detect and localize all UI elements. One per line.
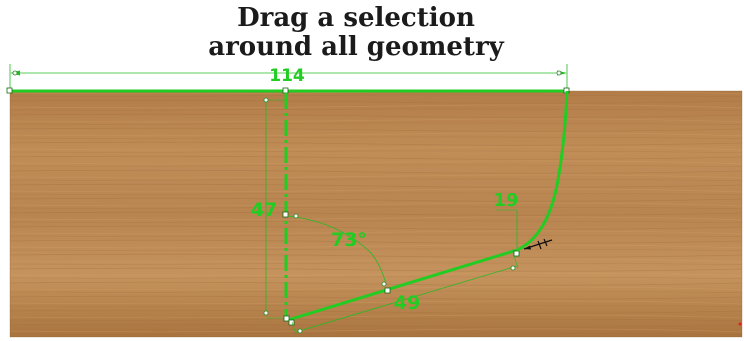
dimension-label-114[interactable]: 114 [269, 66, 305, 86]
dimension-vertical-height[interactable]: 47 [251, 97, 286, 319]
origin-marker [738, 322, 742, 326]
dimension-label-19[interactable]: 19 [493, 190, 518, 211]
sketch-vertical-centerline[interactable] [282, 93, 289, 320]
dimension-label-49[interactable]: 49 [394, 292, 420, 314]
pencil-cursor-icon [523, 238, 553, 250]
wood-block [9, 90, 743, 338]
dimension-label-47[interactable]: 47 [251, 199, 277, 221]
dimension-overall-width[interactable]: 114 [9, 64, 568, 90]
instruction-banner: Drag a selection around all geometry [0, 4, 712, 62]
instruction-line-1: Drag a selection [237, 3, 475, 33]
sketch-top-line[interactable] [6, 87, 570, 94]
instruction-line-2: around all geometry [208, 32, 504, 62]
dimension-short-length[interactable]: 19 [493, 190, 519, 248]
dimension-slope-length[interactable]: 49 [291, 255, 519, 335]
dimension-label-73[interactable]: 73° [331, 229, 367, 251]
sketch-curve-line[interactable] [516, 90, 569, 252]
sketch-slope-line[interactable] [283, 248, 520, 326]
dimension-angle[interactable]: 73° [287, 213, 387, 287]
